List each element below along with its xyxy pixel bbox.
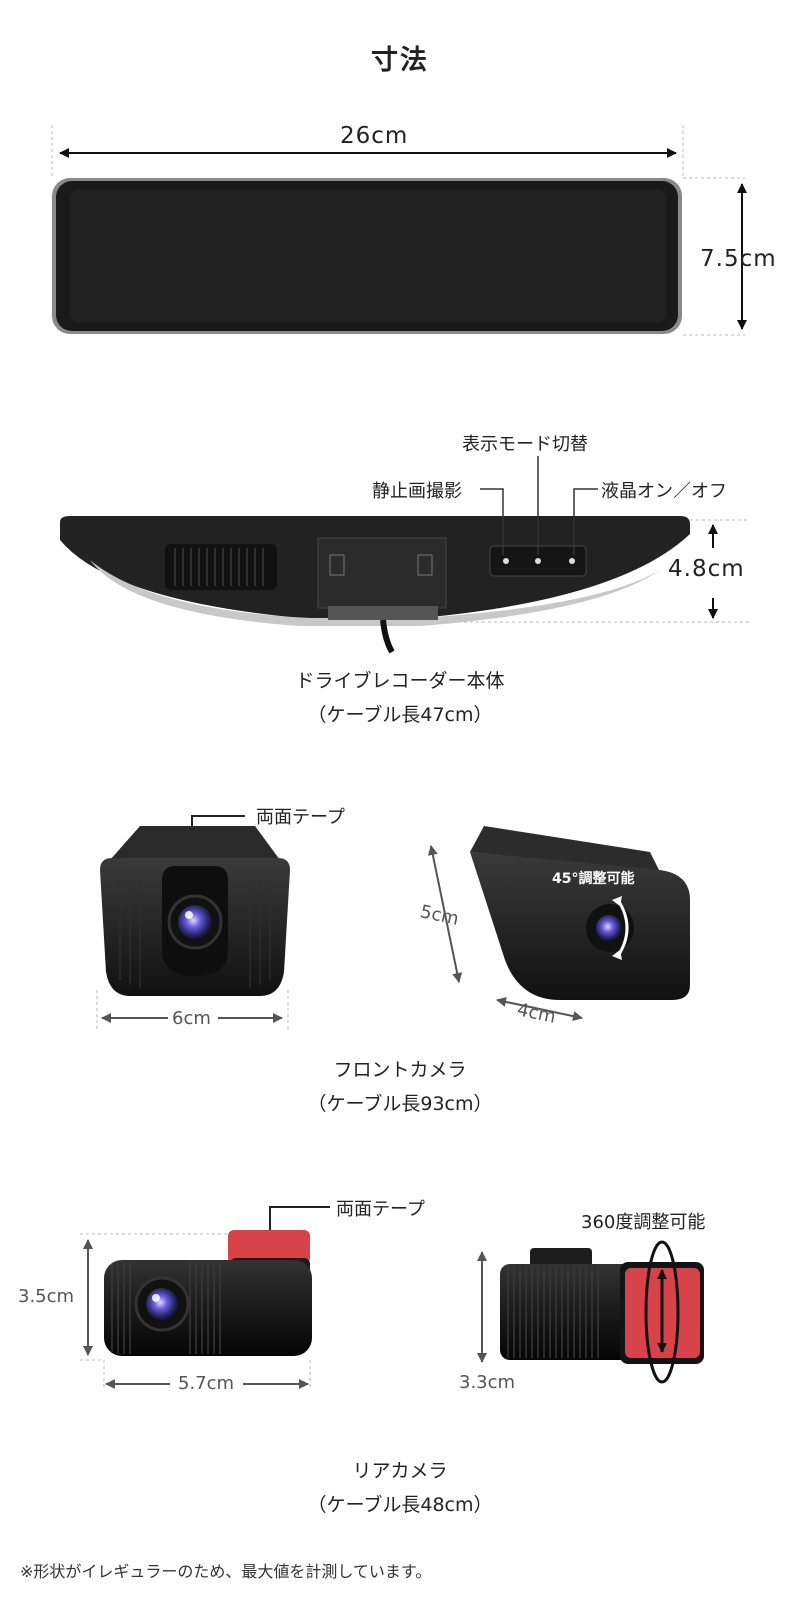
mirror-width-label: 26cm [340,123,409,149]
mirror-front-drawing [51,125,747,336]
speaker-grille [165,544,277,590]
front-width-label: 6cm [172,1008,211,1029]
rear-tape [228,1230,310,1264]
mirror-screen [70,190,666,322]
page-title: 寸法 [371,45,429,76]
rear-camera-caption: リアカメラ （ケーブル長48cm） [0,1454,800,1522]
still-button[interactable] [503,558,509,564]
rear-camera-name: リアカメラ [352,1460,448,1482]
front-depth-arrow [496,996,583,1022]
main-unit-caption: ドライブレコーダー本体 （ケーブル長47cm） [0,664,800,732]
rear-rotate-label: 360度調整可能 [581,1212,706,1233]
front-tape-label: 両面テープ [256,807,345,828]
mode-button[interactable] [535,558,541,564]
front-camera-side-drawing [427,826,690,1022]
rear-lens [146,1288,178,1320]
rear-camera-cable: （ケーブル長48cm） [307,1494,493,1516]
mirror-height-label: 7.5cm [700,246,777,272]
mode-button-label: 表示モード切替 [462,434,588,455]
footnote: ※形状がイレギュラーのため、最大値を計測しています。 [20,1562,432,1581]
front-camera-cable: （ケーブル長93cm） [307,1093,493,1115]
side-lens [596,915,622,941]
front-camera-front-drawing [96,815,290,1030]
front-camera-caption: フロントカメラ （ケーブル長93cm） [0,1053,800,1121]
rear-width-label: 5.7cm [178,1373,235,1394]
lcd-button-label: 液晶オン／オフ [601,481,727,502]
rear-height2-label: 3.3cm [459,1372,516,1393]
lcd-button[interactable] [569,558,575,564]
rear-camera-front-drawing [80,1206,330,1389]
front-height-arrow [427,845,463,983]
front-camera-name: フロントカメラ [333,1059,467,1081]
mirror-bottom-drawing [60,456,750,654]
power-cable [380,619,395,654]
mount-bracket [317,537,447,609]
depth-label: 4.8cm [668,556,745,582]
main-unit-name: ドライブレコーダー本体 [295,670,505,692]
rear-tape-label: 両面テープ [336,1199,425,1220]
front-lens [178,905,212,939]
main-unit-cable: （ケーブル長47cm） [307,704,493,726]
front-adjust-label: 45°調整可能 [552,871,635,887]
rear-height-label: 3.5cm [18,1286,75,1307]
still-button-label: 静止画撮影 [372,481,462,502]
rear-camera-side-drawing [477,1240,704,1384]
